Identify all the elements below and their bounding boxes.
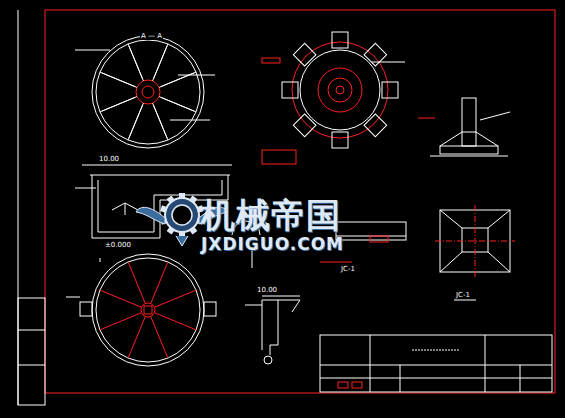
detail-label: JC-1 xyxy=(455,292,471,299)
elevation: ±0.000 xyxy=(104,242,132,249)
detail-label: JC-1 xyxy=(340,266,356,273)
dimension: 10.00 xyxy=(98,156,120,163)
dimension: 10.00 xyxy=(256,287,278,294)
view-title: A — A xyxy=(140,33,163,40)
watermark: 机械帝国 xyxy=(200,198,342,232)
watermark: JXDIGUO.COM xyxy=(200,236,345,253)
